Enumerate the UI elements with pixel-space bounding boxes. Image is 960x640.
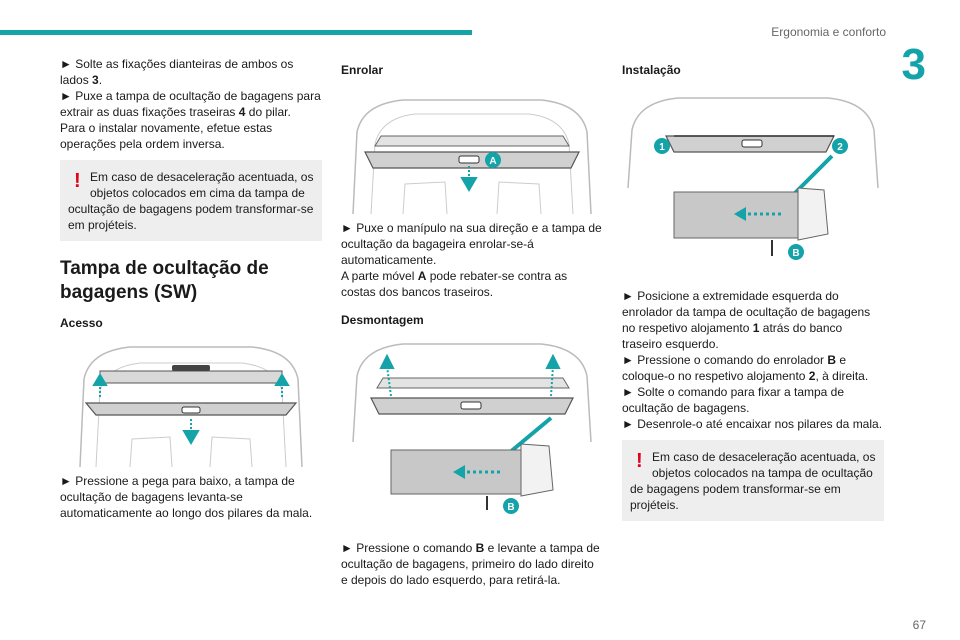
step-text: .	[98, 73, 103, 87]
column-3: Instalação 1 2 B ► Posicione a extremida…	[622, 56, 884, 521]
page-number: 67	[912, 618, 926, 632]
bullet-arrow: ►	[622, 353, 634, 367]
callout-a: A	[489, 156, 496, 167]
step-pull-cover: ► Puxe a tampa de ocultação de bagagens …	[60, 88, 322, 120]
subtitle-install: Instalação	[622, 63, 681, 77]
warning-text-1: Em caso de desaceleração acentuada, os o…	[652, 450, 876, 480]
step-text: Pressione o comando do enrolador	[637, 353, 828, 367]
step-press-roller: ► Pressione o comando do enrolador B e c…	[622, 352, 884, 384]
bullet-arrow: ►	[622, 417, 634, 431]
subtitle-access: Acesso	[60, 316, 103, 330]
step-release-front: ► Solte as fixações dianteiras de ambos …	[60, 56, 322, 88]
warning-text-2: de bagagens podem transformar-se em proj…	[630, 482, 841, 512]
bullet-arrow: ►	[341, 221, 353, 235]
note-text: A parte móvel	[341, 269, 418, 283]
warning-box: ! Em caso de desaceleração acentuada, os…	[60, 160, 322, 241]
access-illustration	[79, 346, 303, 467]
bullet-arrow: ►	[60, 57, 72, 71]
warning-text-2: ocultação de bagagens podem transformar-…	[68, 202, 314, 232]
subtitle-roll: Enrolar	[341, 63, 384, 77]
bullet-arrow: ►	[60, 89, 72, 103]
bullet-arrow: ►	[341, 541, 353, 555]
step-ref: 1	[752, 321, 760, 335]
note-ref: A	[417, 269, 427, 283]
column-1: ► Solte as fixações dianteiras de ambos …	[60, 56, 322, 521]
warning-icon: !	[74, 170, 81, 192]
step-text: Solte as fixações dianteiras de ambos os…	[60, 57, 294, 87]
warning-icon: !	[636, 450, 643, 472]
step-press-handle: ► Pressione a pega para baixo, a tampa d…	[60, 473, 322, 521]
step-ref: B	[827, 353, 837, 367]
step-ref: 4	[238, 105, 246, 119]
note-text: pode rebater-se contra as costas dos ban…	[341, 269, 568, 299]
removal-illustration: B	[352, 343, 592, 514]
step-text: Puxe o manípulo na sua direção e a tampa…	[341, 221, 602, 267]
step-text: e coloque-o no respetivo alojamento	[622, 353, 847, 383]
step-position-left: ► Posicione a extremidade esquerda do en…	[622, 288, 884, 352]
step-text: e levante a tampa de ocultação de bagage…	[341, 541, 600, 587]
step-text: Posicione a extremidade esquerda do enro…	[622, 289, 871, 335]
reinstall-note: Para o instalar novamente, efetue estas …	[60, 121, 273, 151]
bullet-arrow: ►	[622, 289, 634, 303]
chapter-number: 3	[901, 40, 926, 89]
movable-part-note: A parte móvel A pode rebater-se contra a…	[341, 268, 603, 300]
step-text: Pressione o comando	[356, 541, 476, 555]
section-title: Tampa de ocultação de bagagens (SW)	[60, 258, 269, 303]
step-text: Puxe a tampa de ocultação de bagagens pa…	[60, 89, 321, 119]
step-ref: 3	[92, 73, 99, 87]
step-text: atrás do banco traseiro esquerdo.	[622, 321, 843, 351]
callout-2: 2	[837, 142, 843, 153]
callout-b: B	[507, 502, 514, 513]
callout-1: 1	[659, 142, 665, 153]
roll-illustration: A	[352, 99, 592, 214]
step-text: do pilar.	[245, 105, 291, 119]
header-title: Ergonomia e conforto	[771, 25, 886, 39]
step-press-control: ► Pressione o comando B e levante a tamp…	[341, 540, 603, 588]
install-illustration: 1 2 B	[627, 97, 879, 260]
subtitle-removal: Desmontagem	[341, 313, 424, 327]
warning-text-1: Em caso de desaceleração acentuada, os o…	[90, 170, 314, 200]
bullet-arrow: ►	[60, 474, 72, 488]
step-text: , à direita.	[815, 369, 869, 383]
warning-box: ! Em caso de desaceleração acentuada, os…	[622, 440, 884, 521]
bullet-arrow: ►	[622, 385, 634, 399]
step-unroll: ► Desenrole-o até encaixar nos pilares d…	[622, 416, 884, 432]
column-2: Enrolar A ► Puxe o manípulo na sua direç…	[341, 56, 603, 588]
step-ref: 2	[808, 369, 816, 383]
step-release-control: ► Solte o comando para fixar a tampa de …	[622, 384, 884, 416]
callout-b: B	[792, 248, 799, 259]
step-text: Desenrole-o até encaixar nos pilares da …	[637, 417, 883, 431]
step-text: Solte o comando para fixar a tampa de oc…	[622, 385, 845, 415]
step-text: Pressione a pega para baixo, a tampa de …	[60, 474, 313, 520]
step-ref: B	[475, 541, 485, 555]
step-pull-handle: ► Puxe o manípulo na sua direção e a tam…	[341, 220, 603, 268]
header-accent-bar	[0, 30, 472, 35]
